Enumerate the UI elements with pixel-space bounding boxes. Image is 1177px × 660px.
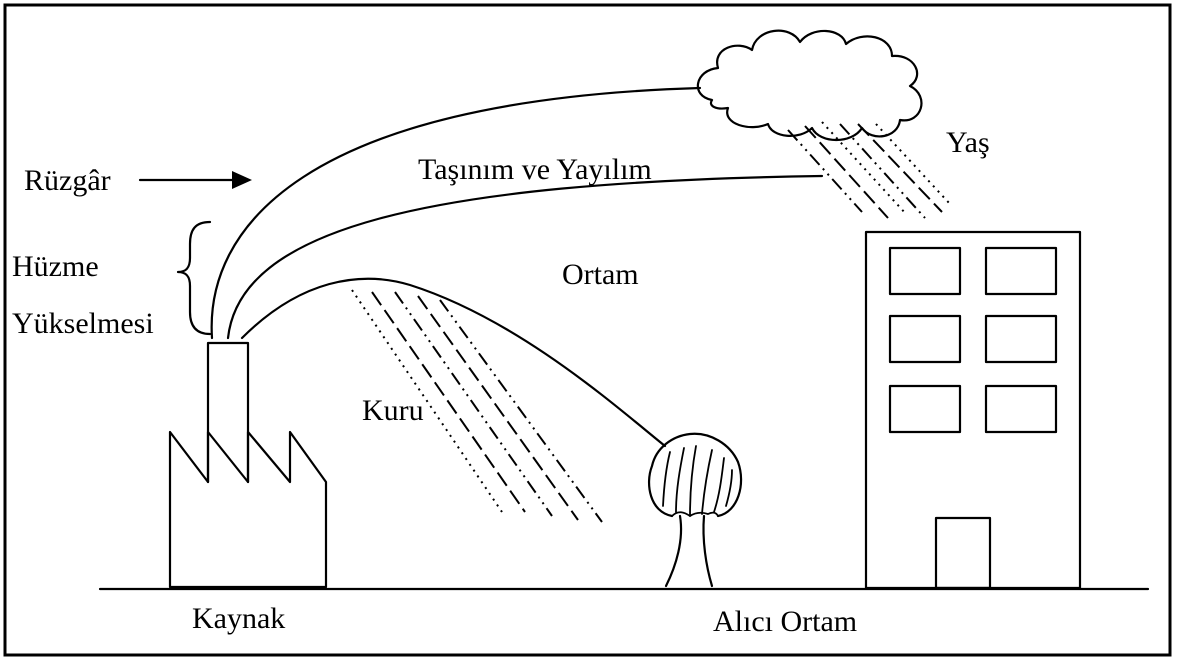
building-window [888,314,962,364]
building-window [888,384,962,434]
wind-arrow [138,171,252,189]
plume-lower [240,277,667,448]
wet-deposition-lines [787,121,951,219]
dry-deposition-lines [351,289,603,523]
label-source: Kaynak [192,602,285,635]
building [864,230,1082,590]
building-window [888,246,962,296]
factory [168,341,328,589]
building-window [984,314,1058,364]
building-door [934,516,992,590]
label-plume: Hüzme [12,250,99,283]
label-plume-rise: Yükselmesi [12,307,154,340]
plume-middle [226,174,824,340]
cloud [696,29,923,141]
plume-upper [210,86,702,340]
building-window [984,384,1058,434]
tree [648,432,743,588]
label-medium: Ortam [562,258,639,291]
label-dry-deposition: Kuru [362,394,424,427]
label-wet-deposition: Yaş [946,126,990,159]
diagram-border [3,3,1172,657]
label-transport: Taşınım ve Yayılım [418,153,652,186]
plume-rise-brace [176,220,212,336]
chimney [206,341,250,484]
label-receptor: Alıcı Ortam [713,605,857,638]
label-wind: Rüzgâr [24,164,111,197]
building-window [984,246,1058,296]
